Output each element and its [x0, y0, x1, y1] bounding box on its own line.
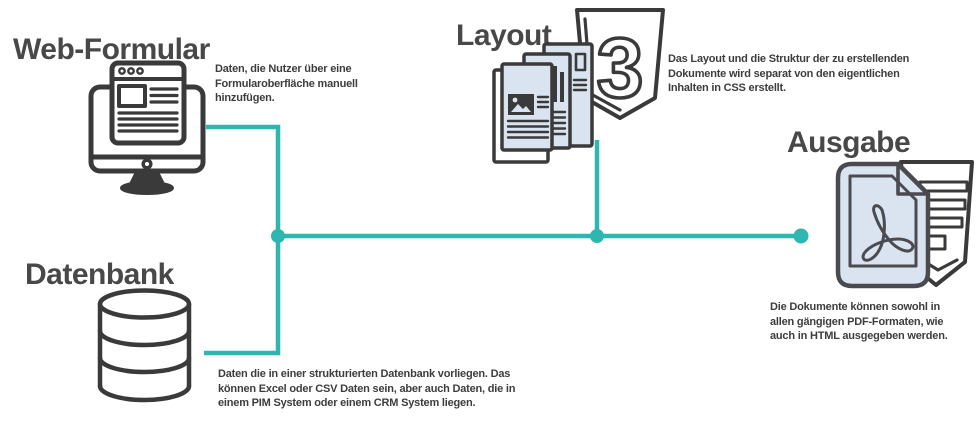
- documents-css3-icon: 3: [492, 8, 665, 164]
- junction-dot-left: [271, 229, 285, 243]
- layout-title: Layout: [456, 19, 552, 52]
- ausgabe-description: Die Dokumente können sowohl in allen gän…: [770, 301, 948, 342]
- endpoint-dot-right: [793, 228, 809, 244]
- web-formular-description: Daten, die Nutzer über eine Formularober…: [215, 63, 358, 104]
- acrobat-symbol-icon: [861, 204, 915, 262]
- pdf-html5-icon: [835, 160, 974, 289]
- connector-web-db: [204, 124, 281, 356]
- monitor-web-form-icon: [88, 60, 206, 195]
- junction-dot-middle: [590, 229, 604, 243]
- pdf-file-icon: [835, 161, 931, 289]
- ausgabe-title: Ausgabe: [787, 126, 911, 159]
- datenbank-title: Datenbank: [25, 258, 174, 291]
- datenbank-description: Daten die in einer strukturierten Datenb…: [218, 368, 516, 409]
- css3-number: 3: [597, 21, 644, 115]
- database-icon: [97, 288, 192, 403]
- layout-description: Das Layout und die Struktur der zu erste…: [668, 53, 910, 94]
